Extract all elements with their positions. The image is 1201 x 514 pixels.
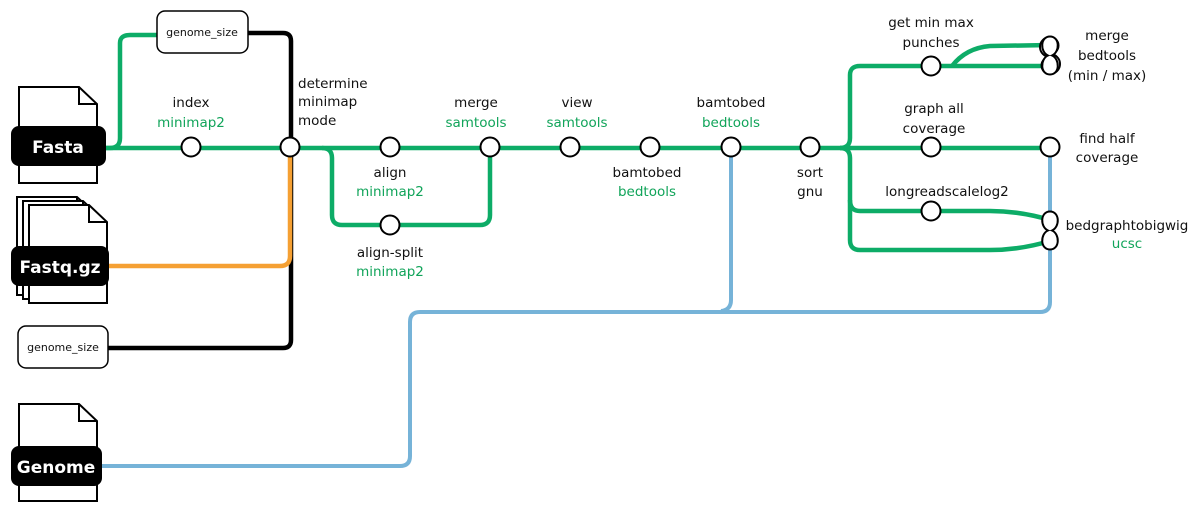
align-label: align <box>374 165 407 181</box>
align-split-branch <box>321 145 493 228</box>
view-tool: samtools <box>546 115 607 131</box>
merge-tool: samtools <box>445 115 506 131</box>
view-node[interactable] <box>559 136 581 158</box>
genome-size-top-box[interactable]: genome_size <box>156 10 249 54</box>
fasta-label: Fasta <box>32 138 84 158</box>
minmax-node[interactable] <box>920 55 942 77</box>
merge-bedtools-label-1: merge <box>1085 28 1129 44</box>
align-tool: minimap2 <box>356 184 424 200</box>
index-label: index <box>173 95 210 111</box>
determine-label-2: minimap <box>298 94 357 110</box>
determine-mode-node[interactable] <box>279 136 301 158</box>
bigwig-label: bedgraphtobigwig <box>1066 218 1189 234</box>
bedgraphtobigwig-node[interactable] <box>1041 210 1059 251</box>
minmax-label-1: get min max <box>888 15 974 31</box>
genome-size-line <box>108 30 294 351</box>
fastq-file[interactable]: Fastq.gz <box>11 196 109 304</box>
fastq-line <box>108 148 293 269</box>
bamtobed-2-node[interactable] <box>639 136 661 158</box>
bamtobed-1-tool: bedtools <box>702 115 760 131</box>
bamtobed-1-node[interactable] <box>720 136 742 158</box>
align-split-node[interactable] <box>379 214 401 236</box>
bamtobed-2-label: bamtobed <box>613 165 682 181</box>
genome-size-top-label: genome_size <box>166 26 238 39</box>
fastq-label: Fastq.gz <box>19 258 100 278</box>
bamtobed-1-label: bamtobed <box>697 95 766 111</box>
merge-bedtools-node[interactable] <box>1039 35 1061 76</box>
index-node[interactable] <box>180 136 202 158</box>
fasta-file[interactable]: Fasta <box>11 86 106 184</box>
merge-bedtools-label-3: (min / max) <box>1068 68 1147 84</box>
align-node[interactable] <box>379 136 401 158</box>
merge-node[interactable] <box>479 136 501 158</box>
bigwig-tool: ucsc <box>1112 236 1142 252</box>
merge-label: merge <box>454 95 498 111</box>
bamtobed-2-tool: bedtools <box>618 184 676 200</box>
fasta-genome-size-branch <box>106 32 160 151</box>
longread-node[interactable] <box>920 200 942 222</box>
view-label: view <box>561 95 592 111</box>
determine-label-1: determine <box>298 76 368 92</box>
genome-size-bottom-box[interactable]: genome_size <box>17 325 109 369</box>
sort-node[interactable] <box>799 136 821 158</box>
merge-bedtools-label-2: bedtools <box>1078 48 1136 64</box>
genome-line <box>102 147 1052 468</box>
minmax-label-2: punches <box>903 35 960 51</box>
sort-label: sort <box>797 165 823 181</box>
determine-label-3: mode <box>298 113 336 129</box>
index-tool: minimap2 <box>157 115 225 131</box>
align-split-tool: minimap2 <box>356 264 424 280</box>
graph-coverage-label-1: graph all <box>904 101 964 117</box>
longread-label: longreadscalelog2 <box>885 184 1009 200</box>
sort-tool: gnu <box>797 184 823 200</box>
longread-top-branch <box>847 199 1051 223</box>
genome-label: Genome <box>17 458 96 478</box>
half-coverage-label-2: coverage <box>1076 150 1139 166</box>
align-split-label: align-split <box>357 245 423 261</box>
graph-coverage-node[interactable] <box>920 136 942 158</box>
half-coverage-node[interactable] <box>1039 136 1061 158</box>
genome-line-branch <box>720 147 733 313</box>
graph-coverage-label-2: coverage <box>903 121 966 137</box>
genome-size-bottom-label: genome_size <box>27 341 99 354</box>
genome-file[interactable]: Genome <box>11 403 102 502</box>
minmax-merge-branch <box>950 42 1051 68</box>
half-coverage-label-1: find half <box>1079 131 1135 147</box>
longread-branch <box>839 145 1051 253</box>
